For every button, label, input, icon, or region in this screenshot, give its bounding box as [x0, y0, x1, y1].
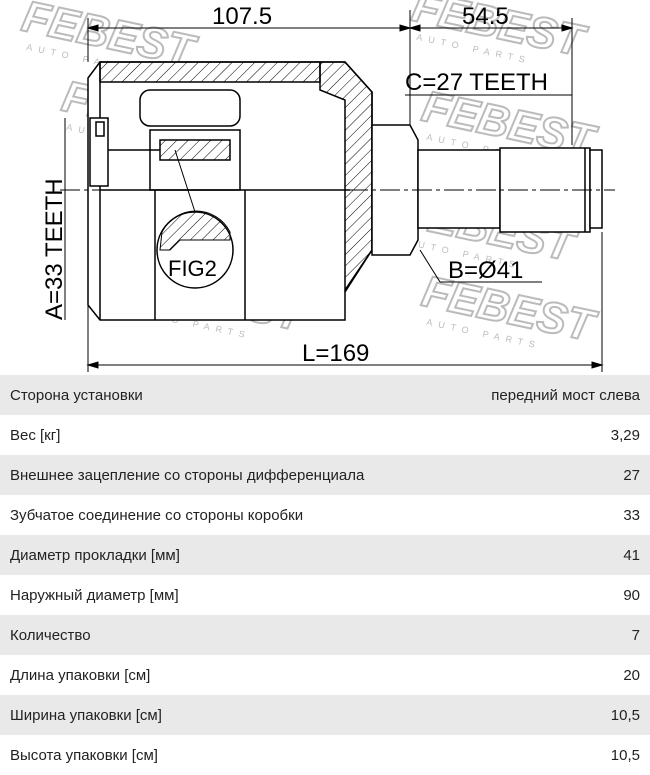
- dim-left-length: 107.5: [212, 3, 272, 30]
- spec-label: Вес [кг]: [0, 415, 449, 455]
- spec-value: 20: [448, 655, 650, 695]
- spec-label: Количество: [0, 615, 449, 655]
- seal-leader: [419, 249, 441, 283]
- table-row: Диаметр прокладки [мм] 41: [0, 535, 650, 575]
- spec-label: Наружный диаметр [мм]: [0, 575, 449, 615]
- specifications-table: Сторона установки передний мост слева Ве…: [0, 375, 650, 775]
- spline-a-label: A=33 TEETH: [41, 178, 68, 320]
- overall-length-dimension: [86, 232, 604, 372]
- spec-label: Длина упаковки [см]: [0, 655, 449, 695]
- spec-label: Зубчатое соединение со стороны коробки: [0, 495, 449, 535]
- spec-label: Сторона установки: [0, 375, 449, 415]
- spline-c-label: C=27 TEETH: [405, 69, 548, 96]
- spec-label: Ширина упаковки [см]: [0, 695, 449, 735]
- seal-b-label: B=Ø41: [448, 257, 523, 284]
- table-row: Зубчатое соединение со стороны коробки 3…: [0, 495, 650, 535]
- left-stub: [89, 117, 160, 187]
- spec-value: 10,5: [448, 735, 650, 775]
- overall-length-label: L=169: [302, 340, 369, 367]
- joint-housing: [87, 61, 373, 321]
- spec-label: Высота упаковки [см]: [0, 735, 449, 775]
- top-dimensions: [86, 10, 574, 145]
- spec-value: 27: [448, 455, 650, 495]
- spec-value: 90: [448, 575, 650, 615]
- spec-value: 3,29: [448, 415, 650, 455]
- spec-value: 7: [448, 615, 650, 655]
- spec-label: Внешнее зацепление со стороны дифференци…: [0, 455, 449, 495]
- table-row: Длина упаковки [см] 20: [0, 655, 650, 695]
- table-row: Вес [кг] 3,29: [0, 415, 650, 455]
- spec-value: передний мост слева: [448, 375, 650, 415]
- fig2-label: FIG2: [168, 256, 217, 281]
- table-row: Ширина упаковки [см] 10,5: [0, 695, 650, 735]
- table-row: Наружный диаметр [мм] 90: [0, 575, 650, 615]
- table-row: Количество 7: [0, 615, 650, 655]
- spec-label: Диаметр прокладки [мм]: [0, 535, 449, 575]
- table-row: Внешнее зацепление со стороны дифференци…: [0, 455, 650, 495]
- spec-value: 41: [448, 535, 650, 575]
- table-row: Сторона установки передний мост слева: [0, 375, 650, 415]
- spec-value: 10,5: [448, 695, 650, 735]
- spec-value: 33: [448, 495, 650, 535]
- dim-right-length: 54.5: [462, 3, 509, 30]
- table-row: Высота упаковки [см] 10,5: [0, 735, 650, 775]
- technical-drawing: FEBEST AUTO PARTS FEBEST AUTO PARTS FEBE…: [17, 0, 615, 372]
- fig2-detail: FIG2: [156, 149, 234, 289]
